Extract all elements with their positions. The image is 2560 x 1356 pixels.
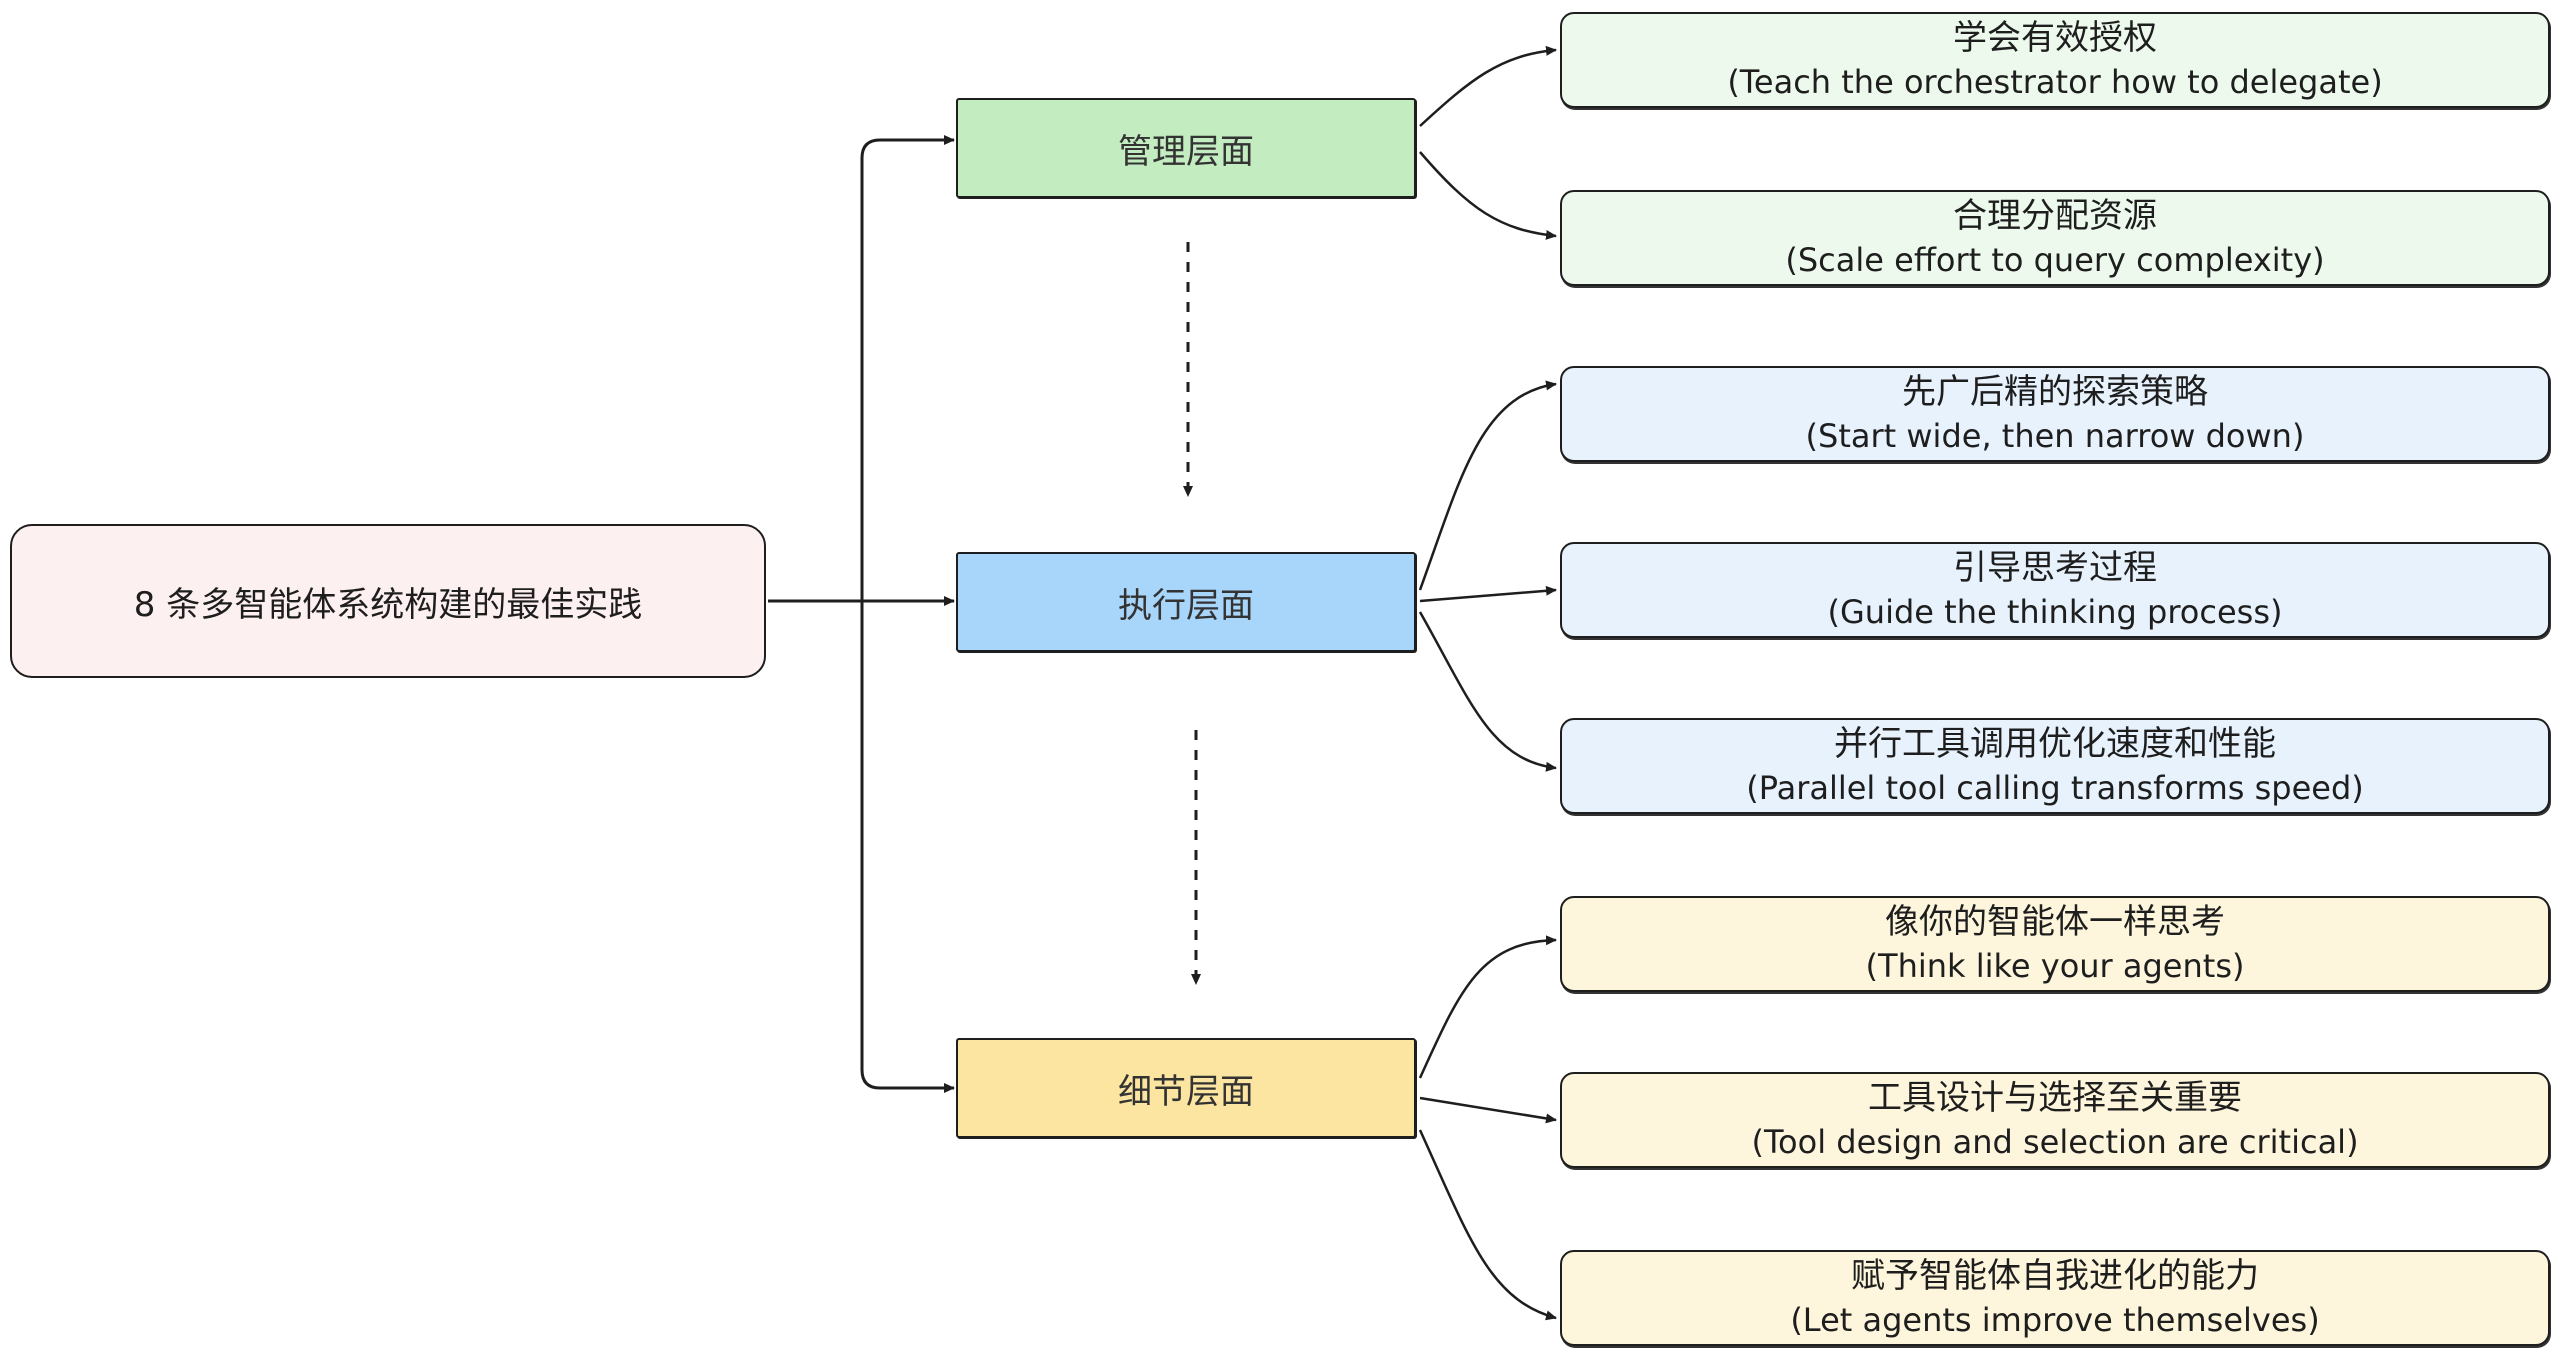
- category-execution: 执行层面: [956, 552, 1416, 652]
- category-management-label: 管理层面: [1118, 131, 1254, 172]
- practice-title: 像你的智能体一样思考: [1885, 902, 2225, 942]
- root-node: 8 条多智能体系统构建的最佳实践: [10, 524, 766, 678]
- practice-subtitle: (Scale effort to query complexity): [1785, 241, 2325, 279]
- practice-title: 赋予智能体自我进化的能力: [1851, 1256, 2259, 1296]
- practice-subtitle: (Parallel tool calling transforms speed): [1746, 769, 2364, 807]
- connector-detail-to-practice-3: [1418, 1129, 1557, 1321]
- connector-execution-to-practice-2: [1419, 585, 1557, 603]
- practice-subtitle: (Tool design and selection are critical): [1751, 1123, 2359, 1161]
- category-detail: 细节层面: [956, 1038, 1416, 1138]
- practice-subtitle: (Guide the thinking process): [1827, 593, 2283, 631]
- practice-tool-design: 工具设计与选择至关重要 (Tool design and selection a…: [1560, 1072, 2550, 1168]
- category-detail-label: 细节层面: [1118, 1071, 1254, 1112]
- practice-delegate: 学会有效授权 (Teach the orchestrator how to de…: [1560, 12, 2550, 108]
- practice-think-like-agents: 像你的智能体一样思考 (Think like your agents): [1560, 896, 2550, 992]
- connector-management-to-practice-1: [1419, 45, 1557, 127]
- category-execution-label: 执行层面: [1118, 585, 1254, 626]
- practice-subtitle: (Let agents improve themselves): [1790, 1301, 2320, 1339]
- practice-title: 先广后精的探索策略: [1902, 372, 2208, 412]
- connector-detail-to-practice-2: [1419, 1096, 1557, 1124]
- connector-root-to-management: [860, 135, 955, 601]
- practice-scale-effort: 合理分配资源 (Scale effort to query complexity…: [1560, 190, 2550, 286]
- practice-title: 并行工具调用优化速度和性能: [1834, 724, 2276, 764]
- practice-parallel-tools: 并行工具调用优化速度和性能 (Parallel tool calling tra…: [1560, 718, 2550, 814]
- practice-title: 合理分配资源: [1953, 196, 2157, 236]
- category-management: 管理层面: [956, 98, 1416, 198]
- practice-title: 引导思考过程: [1953, 548, 2157, 588]
- practice-subtitle: (Think like your agents): [1865, 947, 2245, 985]
- practice-title: 工具设计与选择至关重要: [1868, 1078, 2242, 1118]
- root-label: 8 条多智能体系统构建的最佳实践: [133, 584, 643, 625]
- connector-execution-to-practice-3: [1418, 611, 1557, 772]
- practice-self-improve: 赋予智能体自我进化的能力 (Let agents improve themsel…: [1560, 1250, 2550, 1346]
- connector-management-to-practice-2: [1419, 151, 1557, 240]
- practice-subtitle: (Start wide, then narrow down): [1805, 417, 2305, 455]
- practice-start-wide: 先广后精的探索策略 (Start wide, then narrow down): [1560, 366, 2550, 462]
- connector-execution-to-practice-1: [1418, 380, 1557, 591]
- connector-root-to-detail: [860, 601, 955, 1093]
- practice-title: 学会有效授权: [1953, 18, 2157, 58]
- connector-detail-to-practice-1: [1418, 935, 1557, 1079]
- practice-subtitle: (Teach the orchestrator how to delegate): [1727, 63, 2383, 101]
- practice-guide-thinking: 引导思考过程 (Guide the thinking process): [1560, 542, 2550, 638]
